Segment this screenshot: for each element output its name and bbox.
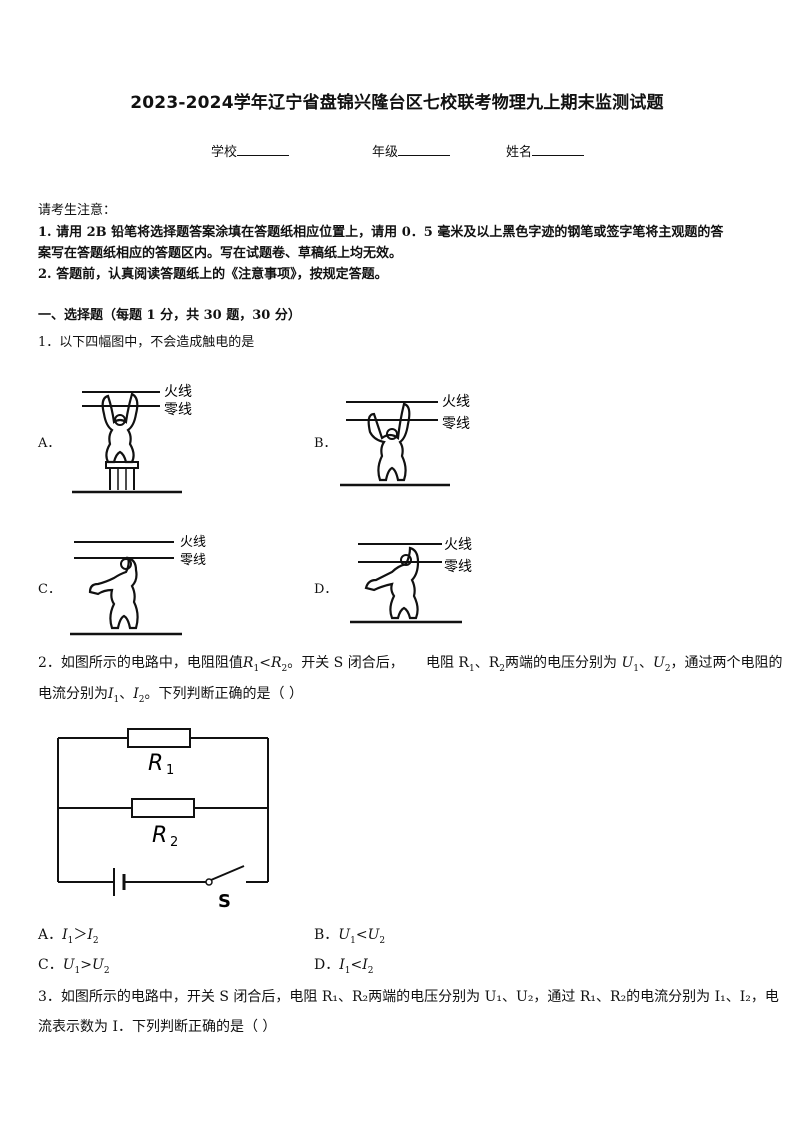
notice-heading: 请考生注意： xyxy=(38,203,117,218)
q1-c-live-label: 火线 xyxy=(180,535,206,550)
name-field: 姓名 xyxy=(506,141,585,160)
q1-figure-d: 火线 零线 xyxy=(350,537,472,624)
school-field: 学校 xyxy=(211,141,290,160)
q1-option-d-label[interactable]: D． xyxy=(314,582,338,597)
switch-label: S xyxy=(218,891,231,912)
resistor-r2 xyxy=(131,798,195,818)
q2-stem-line-2: 电流分别为I1、I2。下列判断正确的是（ ） xyxy=(38,686,303,705)
q1-option-c-label[interactable]: C． xyxy=(38,582,61,597)
r2-subscript: 2 xyxy=(170,835,178,850)
q2-option-d[interactable]: D．I1<I2 xyxy=(314,957,374,976)
school-blank[interactable] xyxy=(237,143,290,156)
q2-option-b[interactable]: B．U1<U2 xyxy=(314,927,386,946)
grade-field: 年级 xyxy=(372,141,451,160)
q1-c-neutral-label: 零线 xyxy=(180,553,206,568)
q3-stem-line-2: 流表示数为 I．下列判断正确的是（ ） xyxy=(38,1019,277,1035)
q1-b-live-label: 火线 xyxy=(442,394,470,410)
q1-figure-b: 火线 零线 xyxy=(340,394,470,487)
q2-circuit-diagram: R 1 R 2 S xyxy=(57,728,269,912)
q1-b-neutral-label: 零线 xyxy=(442,416,470,432)
q1-option-b-label[interactable]: B． xyxy=(314,436,337,451)
notice-item-1-line-2: 案写在答题纸相应的答题区内。写在试题卷、草稿纸上均无效。 xyxy=(38,246,403,261)
r2-label: R xyxy=(152,823,167,848)
grade-blank[interactable] xyxy=(398,143,451,156)
school-label: 学校 xyxy=(211,145,238,160)
name-label: 姓名 xyxy=(506,145,533,160)
r1-label: R xyxy=(148,751,163,776)
q1-figure-a: 火线 零线 xyxy=(72,384,192,494)
section-heading: 一、选择题（每题 1 分，共 30 题，30 分） xyxy=(38,308,301,323)
switch-s[interactable] xyxy=(210,865,245,881)
q3-stem-line-1: 3．如图所示的电路中，开关 S 闭合后，电阻 R₁、R₂两端的电压分别为 U₁、… xyxy=(38,989,779,1005)
q1-a-neutral-label: 零线 xyxy=(164,402,192,418)
r1-subscript: 1 xyxy=(166,763,174,778)
resistor-r1 xyxy=(127,728,191,748)
q2-option-c[interactable]: C．U1>U2 xyxy=(38,957,110,976)
notice-item-1-line-1: 1. 请用 2B 铅笔将选择题答案涂填在答题纸相应位置上，请用 0．5 毫米及以… xyxy=(38,225,724,240)
q1-option-a-label[interactable]: A． xyxy=(38,436,61,451)
name-blank[interactable] xyxy=(532,143,585,156)
q1-d-neutral-label: 零线 xyxy=(444,559,472,575)
q1-a-live-label: 火线 xyxy=(164,384,192,400)
grade-label: 年级 xyxy=(372,145,399,160)
q1-stem: 1．以下四幅图中，不会造成触电的是 xyxy=(38,335,255,350)
q1-d-live-label: 火线 xyxy=(444,537,472,553)
q2-stem-line-1: 2．如图所示的电路中，电阻阻值R1<R2。开关 S 闭合后， 电阻 R1、R2两… xyxy=(38,655,783,674)
q2-option-a[interactable]: A．I1＞I2 xyxy=(38,927,99,946)
notice-item-2: 2. 答题前，认真阅读答题纸上的《注意事项》，按规定答题。 xyxy=(38,267,388,282)
page-title: 2023-2024学年辽宁省盘锦兴隆台区七校联考物理九上期末监测试题 xyxy=(130,93,664,113)
q1-figure-c: 火线 零线 xyxy=(70,535,206,636)
